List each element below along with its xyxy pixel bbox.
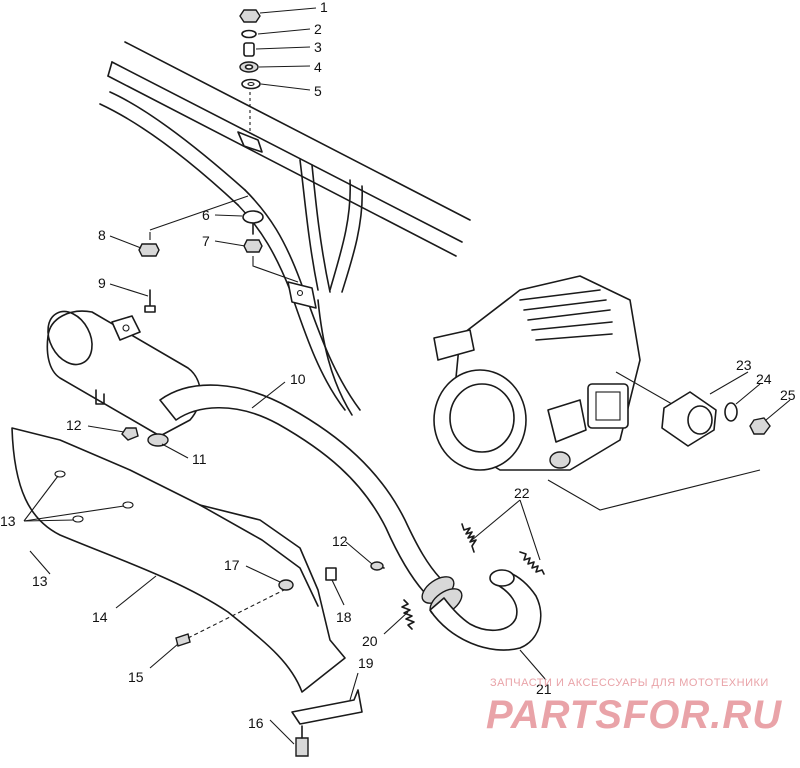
callout-14: 14 — [92, 609, 108, 625]
frame-rails — [99, 41, 471, 416]
callout-12-right: 12 — [332, 533, 348, 549]
callout-24: 24 — [756, 371, 772, 387]
callout-1: 1 — [320, 0, 328, 15]
watermark-tagline: ЗАПЧАСТИ И АКСЕССУАРЫ ДЛЯ МОТОТЕХНИКИ — [490, 677, 769, 689]
shield-bracket — [175, 579, 363, 757]
callout-leaders — [23, 7, 791, 745]
callout-25: 25 — [780, 387, 796, 403]
callout-10: 10 — [290, 371, 306, 387]
callout-13-lower: 13 — [32, 573, 48, 589]
callout-15: 15 — [128, 669, 144, 685]
callout-11: 11 — [192, 451, 207, 467]
callout-9: 9 — [98, 275, 106, 291]
head-pipe — [421, 569, 542, 651]
callout-20: 20 — [362, 633, 378, 649]
callout-4: 4 — [314, 59, 322, 75]
callout-22: 22 — [514, 485, 530, 501]
exhaust-flange — [661, 391, 771, 447]
heat-shield — [11, 427, 346, 693]
mount-hardware-stack — [239, 9, 261, 132]
callout-17: 17 — [224, 557, 240, 573]
watermark-brand: PARTSFOR.RU — [486, 693, 782, 737]
callout-12-left: 12 — [66, 417, 82, 433]
callout-21: 21 — [536, 681, 552, 697]
callout-8: 8 — [98, 227, 106, 243]
mount-hardware-lower — [138, 195, 299, 313]
callout-19: 19 — [358, 655, 374, 671]
callout-6: 6 — [202, 207, 210, 223]
engine — [433, 275, 761, 511]
callout-5: 5 — [314, 83, 322, 99]
callout-7: 7 — [202, 233, 210, 249]
callout-3: 3 — [314, 39, 322, 55]
callout-2: 2 — [314, 21, 322, 37]
callout-labels: 1 2 3 4 5 6 7 8 9 10 11 12 12 13 13 14 1… — [0, 0, 796, 731]
callout-13-upper: 13 — [0, 513, 16, 529]
callout-16: 16 — [248, 715, 264, 731]
springs — [401, 523, 545, 630]
watermark: ЗАПЧАСТИ И АКСЕССУАРЫ ДЛЯ МОТОТЕХНИКИ PA… — [486, 677, 782, 737]
clips — [121, 427, 385, 581]
callout-23: 23 — [736, 357, 752, 373]
callout-18: 18 — [336, 609, 352, 625]
